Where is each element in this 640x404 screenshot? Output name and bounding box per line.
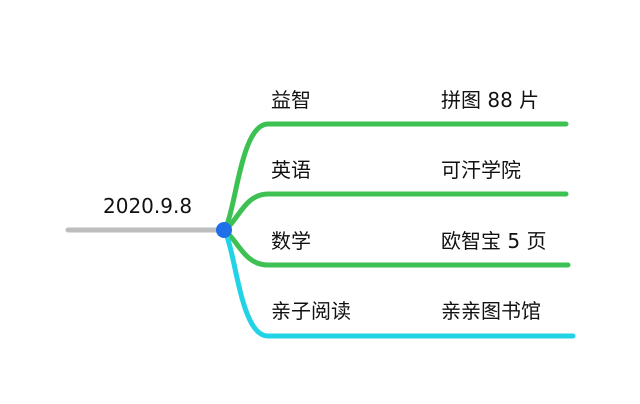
root-topic-label[interactable]: 2020.9.8	[103, 194, 193, 218]
detail-label-shuxue[interactable]: 欧智宝 5 页	[441, 229, 547, 253]
topic-label-yingyu[interactable]: 英语	[271, 158, 311, 182]
detail-label-yizhi[interactable]: 拼图 88 片	[441, 88, 540, 112]
branch-connector-yizhi	[221, 121, 569, 233]
branch-connector-qinziyuedu	[221, 227, 576, 339]
branch-connector-yingyu	[221, 191, 569, 233]
detail-label-qinziyuedu[interactable]: 亲亲图书馆	[441, 299, 541, 323]
topic-label-qinziyuedu[interactable]: 亲子阅读	[271, 299, 351, 323]
topic-label-shuxue[interactable]: 数学	[271, 229, 311, 253]
detail-label-yingyu[interactable]: 可汗学院	[441, 158, 521, 182]
topic-label-yizhi[interactable]: 益智	[271, 88, 311, 112]
root-node-dot[interactable]	[216, 222, 232, 238]
